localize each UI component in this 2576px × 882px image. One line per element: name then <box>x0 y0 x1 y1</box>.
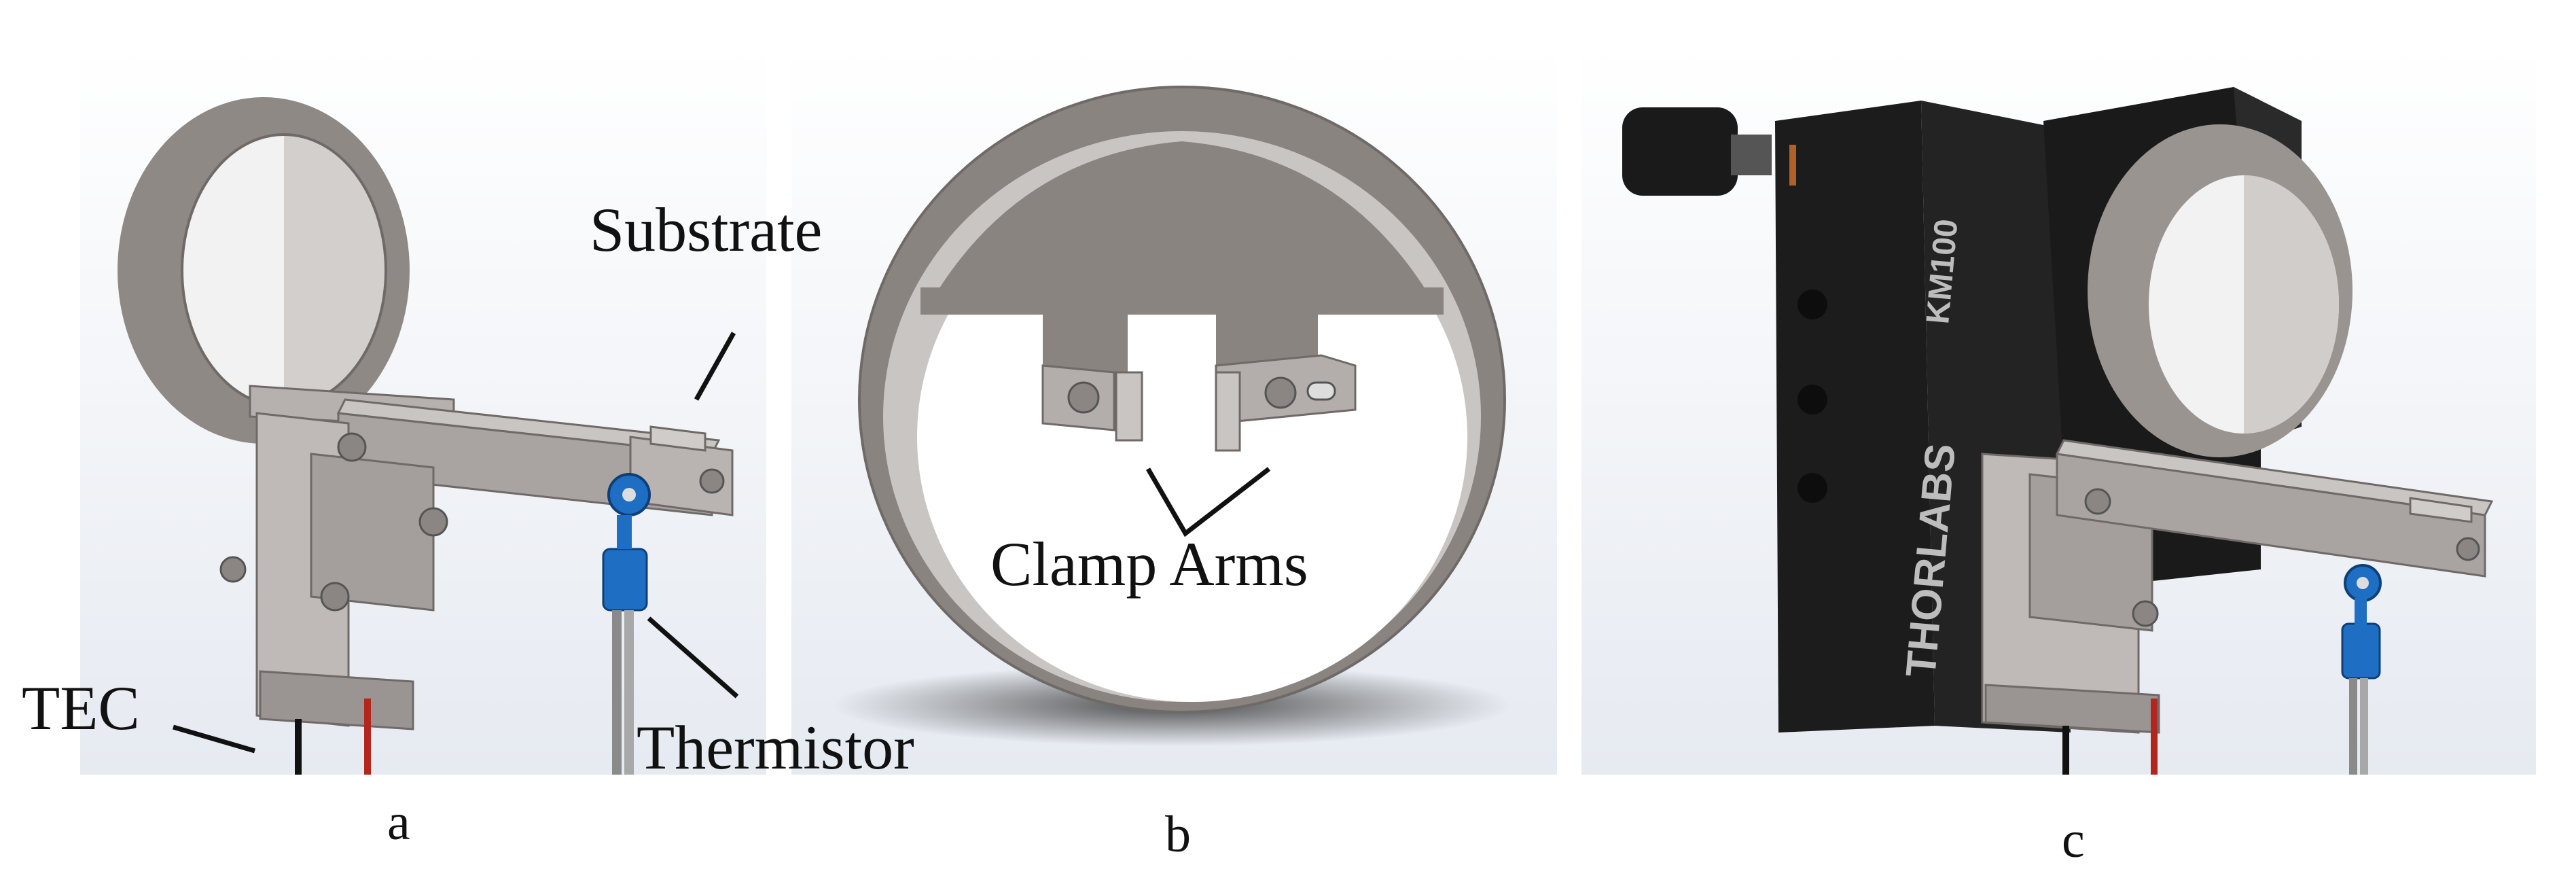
panel-c-label: c <box>2062 811 2085 868</box>
thermistor-probe <box>2341 564 2382 775</box>
tec-block <box>219 412 448 730</box>
clamp-arms <box>1041 308 1357 452</box>
tec-callout: TEC <box>22 673 140 743</box>
clamp-ring <box>858 86 1506 713</box>
panel-b-render <box>791 46 1557 775</box>
substrate-callout: Substrate <box>590 195 823 264</box>
panel-c-render: THORLABS KM100 <box>1581 46 2536 775</box>
tec-wires <box>295 699 371 775</box>
panel-a-label: a <box>387 794 410 851</box>
substrate-block <box>629 425 734 516</box>
panel-a-render <box>80 46 766 775</box>
tec-wires <box>2062 699 2158 775</box>
ring-mount <box>118 97 410 444</box>
clamp-arms-callout: Clamp Arms <box>990 529 1308 599</box>
panel-b-label: b <box>1165 806 1191 863</box>
thermistor-probe <box>602 473 651 775</box>
cantilever-arm <box>1981 439 2494 734</box>
thermistor-callout: Thermistor <box>637 713 914 782</box>
